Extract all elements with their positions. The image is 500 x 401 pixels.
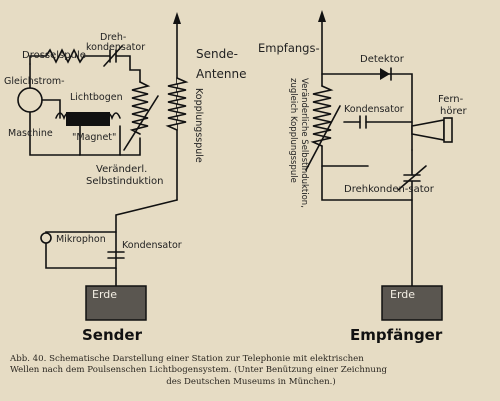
antenna-arrow-icon (173, 12, 181, 24)
wire-rx-top (321, 73, 413, 151)
erde-box-recv (381, 285, 443, 321)
wire-coil-bottom (119, 137, 141, 156)
lichtbogen-block (66, 112, 110, 126)
caption-line-1: Abb. 40. Schematische Darstellung einer … (10, 354, 364, 364)
label-veraenderl-2: Selbstinduktion (86, 176, 164, 187)
label-drosselspule: Drosselspule (22, 50, 86, 61)
coil-variable-arrow (123, 95, 159, 151)
wire-rx-coil-bottom (321, 145, 369, 167)
label-drehkondensator-2: kondensator (86, 42, 145, 53)
wire-top-right (115, 55, 141, 83)
label-antenne: Antenne (196, 67, 247, 81)
label-kondensator-send: Kondensator (122, 240, 182, 251)
rx-coil-symbol (310, 85, 334, 147)
label-mikrophon: Mikrophon (56, 234, 106, 245)
label-rx-coil-1: Veränderliche Selbstinduktion, (299, 78, 309, 208)
caption-line-2: Wellen nach dem Poulsenschen Lichtbogens… (10, 365, 387, 376)
antenna-arrow-icon-rx (318, 10, 326, 22)
label-gleichstrom: Gleichstrom- (4, 76, 65, 87)
wire-mast-to-circuit (115, 199, 178, 233)
label-lichtbogen: Lichtbogen (70, 92, 123, 103)
label-maschine: Maschine (8, 128, 53, 139)
fernhoerer-cap (443, 117, 453, 143)
rx-coil-arrow (305, 105, 341, 171)
fernhoerer-icon (411, 119, 445, 141)
label-fern: Fern- (438, 94, 464, 105)
magnet-coil-right (103, 112, 121, 121)
wire-arc-bottom (79, 125, 121, 156)
detektor-icon (380, 68, 390, 80)
erde-box-send (85, 285, 147, 321)
label-sende: Sende- (196, 47, 238, 61)
label-detektor: Detektor (360, 54, 405, 65)
kopplungsspule-symbol (165, 77, 189, 131)
label-hoerer: hörer (440, 106, 468, 117)
label-erde-recv: Erde (390, 288, 415, 301)
wire-rx-lower (321, 165, 413, 201)
label-kopplungsspule: Kopplungsspule (193, 88, 204, 163)
label-empfaenger: Empfänger (350, 326, 443, 344)
mikrophon-loop (45, 231, 117, 269)
label-rx-coil-2: zugleich Kopplungsspule (288, 78, 298, 183)
label-kondensator-recv: Kondensator (344, 104, 404, 115)
label-sender: Sender (82, 326, 143, 344)
label-magnet: "Magnet" (72, 132, 116, 143)
figure-caption: Abb. 40. Schematische Darstellung einer … (10, 354, 492, 388)
wire-gen-down (29, 111, 81, 156)
label-erde-send: Erde (92, 288, 117, 301)
label-drehkondensator-1: Dreh- (100, 32, 126, 43)
label-veraenderl-1: Veränderl. (96, 164, 147, 175)
rx-drehkond-arrow (397, 165, 427, 191)
circuit-diagram: Drosselspule Dreh- kondensator Gleichstr… (4, 10, 468, 344)
drosselspule-symbol (45, 48, 85, 64)
wire-top-left (29, 55, 47, 65)
caption-line-3: des Deutschen Museums in München.) (166, 376, 336, 387)
magnet-coil-left (55, 112, 73, 121)
label-empfangs: Empfangs- (258, 41, 320, 55)
veraenderl-selbstinduktion-coil (129, 81, 151, 135)
mikrophon-icon (40, 232, 52, 244)
label-drehkondensator-rx: Drehkonden-sator (344, 184, 435, 195)
drehkondensator-arrow (103, 45, 123, 67)
wire-gen-right (41, 99, 61, 119)
gleichstrom-maschine-symbol (17, 87, 43, 113)
